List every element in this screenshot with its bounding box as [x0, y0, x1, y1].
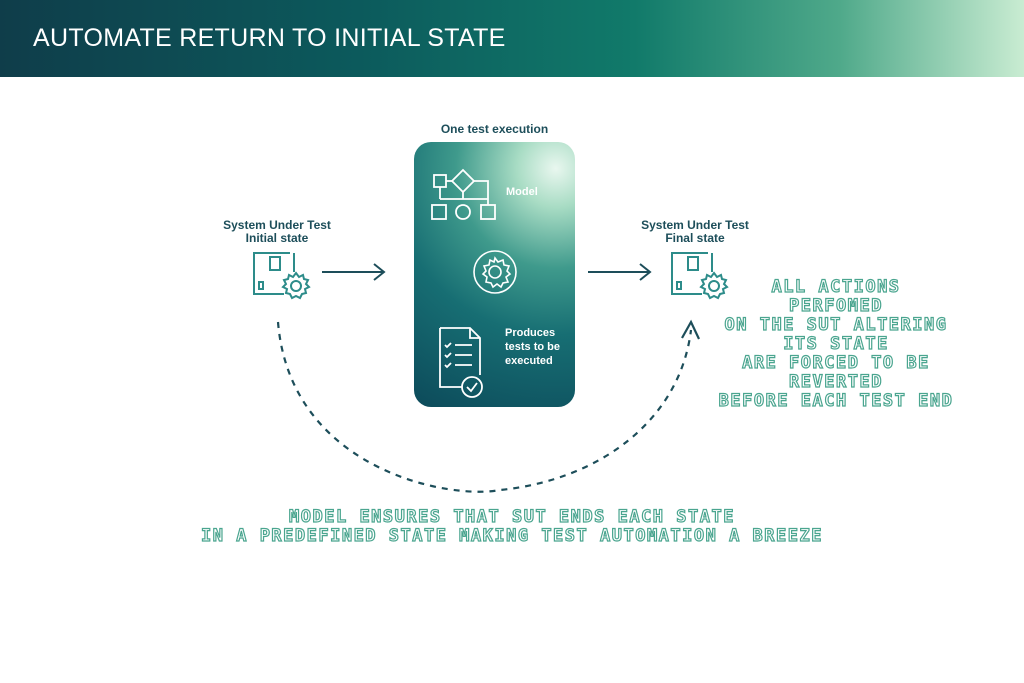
system-under-test-final-icon — [671, 252, 729, 300]
right-node-label: System Under Test Final state — [625, 219, 765, 245]
checklist-document-icon — [439, 327, 483, 398]
side-note-line4: ITS STATE — [783, 334, 889, 354]
side-note-line7: BEFORE EACH TEST END — [718, 391, 954, 411]
gear-icon — [699, 271, 729, 300]
bottom-note-line1: MODEL ENSURES THAT SUT ENDS EACH STATE — [288, 507, 735, 527]
right-node-line2: Final state — [665, 231, 725, 245]
model-label: Model — [506, 186, 538, 198]
left-node-line2: Initial state — [245, 231, 309, 245]
side-note-line6: REVERTED — [788, 372, 883, 392]
header-banner: AUTOMATE RETURN TO INITIAL STATE — [0, 0, 1024, 77]
test-execution-card: Model Produces tests to be executed — [414, 142, 575, 407]
side-note-line3: ON THE SUT ALTERING — [724, 315, 948, 335]
produces-line3: executed — [505, 355, 553, 367]
page-title: AUTOMATE RETURN TO INITIAL STATE — [33, 24, 506, 52]
model-flowchart-icon — [431, 168, 496, 220]
bottom-note-line2: IN A PREDEFINED STATE MAKING TEST AUTOMA… — [200, 526, 823, 546]
bottom-note: MODEL ENSURES THAT SUT ENDS EACH STATE I… — [160, 507, 864, 546]
side-note-line5: ARE FORCED TO BE — [742, 353, 930, 373]
gear-icon — [473, 250, 517, 294]
system-under-test-initial-icon — [253, 252, 311, 300]
produces-line2: tests to be — [505, 341, 561, 353]
arc-arrowhead — [681, 319, 700, 340]
side-note: ALL ACTIONS PERFOMED ON THE SUT ALTERING… — [700, 277, 972, 411]
arrow-to-final-state — [588, 263, 652, 281]
left-node-label: System Under Test Initial state — [207, 219, 347, 245]
side-note-line1: ALL ACTIONS — [771, 277, 901, 297]
right-node-line1: System Under Test — [641, 218, 749, 232]
arrow-to-execution — [322, 263, 386, 281]
produces-tests-label: Produces tests to be executed — [505, 326, 560, 368]
gear-icon — [281, 271, 311, 300]
execution-title: One test execution — [440, 122, 549, 136]
produces-line1: Produces — [505, 327, 556, 339]
left-node-line1: System Under Test — [223, 218, 331, 232]
side-note-line2: PERFOMED — [788, 296, 883, 316]
